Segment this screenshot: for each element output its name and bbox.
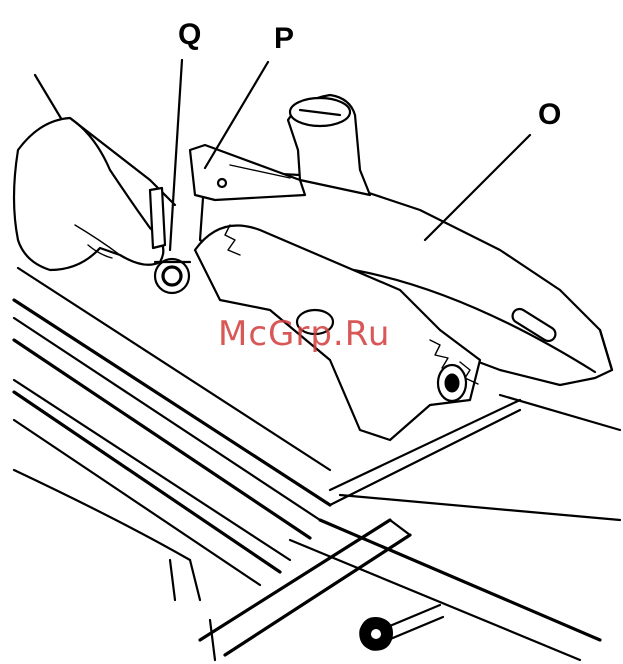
label-q: Q: [178, 20, 201, 50]
riving-arm: [190, 145, 305, 200]
guide-knob-icon: [360, 605, 443, 650]
hand-icon: [14, 75, 175, 270]
lock-knob-icon: [155, 259, 190, 293]
extension-table: [290, 395, 620, 660]
watermark: McGrp.Ru: [218, 314, 390, 354]
label-p: P: [274, 24, 294, 54]
label-o: O: [538, 100, 561, 130]
lock-lever: [150, 60, 182, 250]
